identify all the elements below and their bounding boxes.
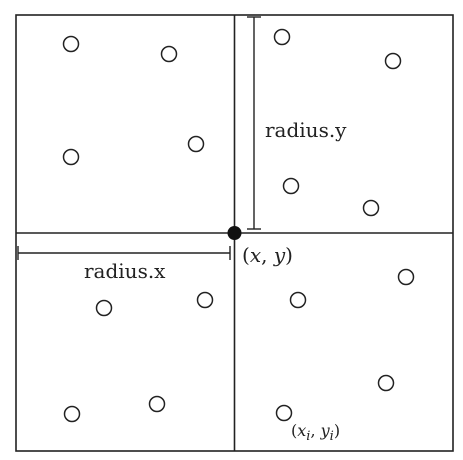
- sample-point: [282, 177, 300, 195]
- point-label-x-sub: i: [306, 429, 310, 444]
- center-label-y: y: [273, 243, 286, 267]
- sample-point: [377, 374, 395, 392]
- center-label-open: (: [242, 243, 250, 267]
- sample-point: [95, 299, 113, 317]
- center-label-close: ): [285, 243, 293, 267]
- sample-point: [62, 148, 80, 166]
- radius-y-marker: [247, 16, 261, 230]
- sample-point: [362, 199, 380, 217]
- sample-point: [148, 395, 166, 413]
- sample-point: [63, 405, 81, 423]
- point-label-close: ): [334, 421, 340, 440]
- radius-x-label: radius.x: [84, 259, 166, 283]
- sample-point: [187, 135, 205, 153]
- point-label-x: x: [297, 421, 306, 440]
- point-label-y-sub: i: [330, 429, 334, 444]
- center-point: [227, 226, 242, 240]
- sample-points: [62, 28, 415, 423]
- point-label-open: (: [291, 421, 297, 440]
- sample-point: [160, 45, 178, 63]
- sample-point: [289, 291, 307, 309]
- sample-point: [275, 404, 293, 422]
- radius-y-label: radius.y: [265, 118, 347, 142]
- radius-x-marker: [17, 246, 231, 260]
- center-label-comma: ,: [261, 243, 274, 267]
- point-label-comma: ,: [310, 421, 320, 440]
- sample-point: [384, 52, 402, 70]
- sample-point: [397, 268, 415, 286]
- sample-point: [273, 28, 291, 46]
- sample-point: [196, 291, 214, 309]
- point-label: (xi, yi): [291, 421, 340, 444]
- point-label-y: y: [320, 421, 331, 440]
- sample-point: [62, 35, 80, 53]
- center-label: (x, y): [242, 243, 293, 267]
- center-label-x: x: [250, 243, 261, 267]
